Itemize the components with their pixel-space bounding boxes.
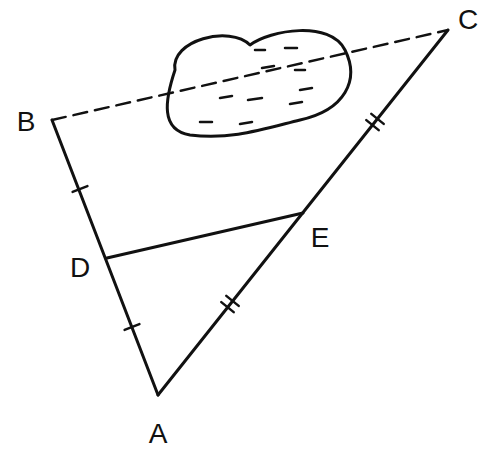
- tick-marks: [73, 114, 384, 330]
- point-label: B: [17, 108, 36, 136]
- point-label: E: [311, 224, 330, 252]
- point-label: C: [458, 6, 478, 34]
- point-label: A: [149, 420, 168, 448]
- pond-marks: [200, 48, 312, 124]
- pond-outline: [167, 31, 350, 137]
- side-ab: [52, 120, 158, 395]
- point-label: D: [70, 254, 90, 282]
- segment-de: [107, 213, 303, 258]
